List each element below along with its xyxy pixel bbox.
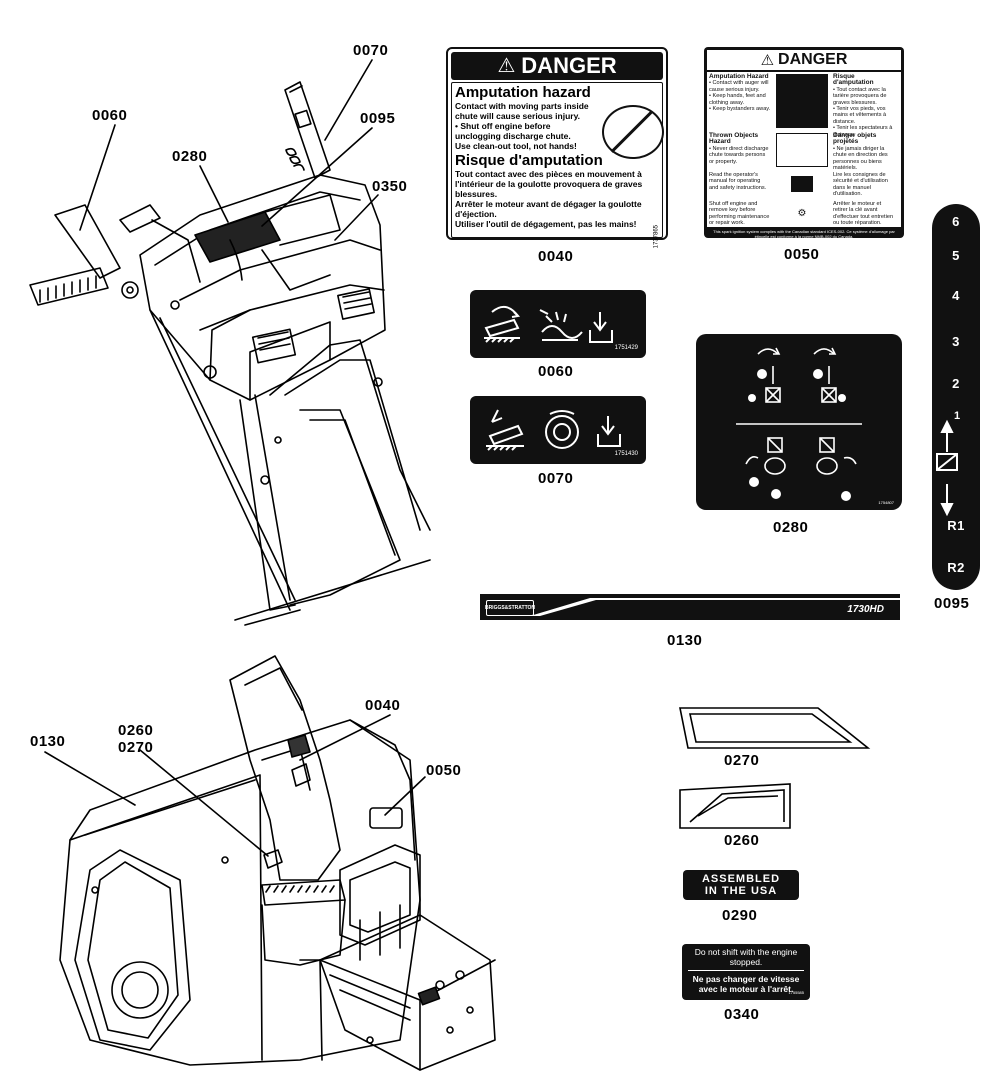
label-0060: 0060 — [538, 363, 574, 380]
decal-0040: ⚠ DANGER Amputation hazard Contact with … — [446, 47, 668, 248]
callout-0040: 0040 — [365, 697, 401, 714]
callout-0260-0270: 0260 0270 — [118, 722, 154, 756]
decal-0290: ASSEMBLED IN THE USA — [683, 870, 799, 900]
callout-0070: 0070 — [353, 42, 389, 59]
label-0040: 0040 — [538, 248, 574, 265]
callout-0130: 0130 — [30, 733, 66, 750]
label-0095: 0095 — [934, 595, 970, 612]
warning-triangle-icon: ⚠ — [497, 55, 516, 77]
manual-book-icon — [774, 170, 830, 198]
callout-0060: 0060 — [92, 107, 128, 124]
danger-header: ⚠ DANGER — [707, 50, 901, 70]
briggs-stratton-logo: BRIGGS&STRATTON — [485, 600, 535, 616]
callout-0350: 0350 — [372, 178, 408, 195]
auger-engage-icons — [484, 305, 613, 343]
auger-hazard-pictogram — [776, 74, 828, 128]
model-number: 1730HD — [847, 604, 884, 615]
label-0050: 0050 — [784, 246, 820, 263]
decal-0040-title-en: Amputation hazard — [455, 84, 591, 101]
callout-0050: 0050 — [426, 762, 462, 779]
label-0270: 0270 — [724, 752, 760, 769]
callout-0095: 0095 — [360, 110, 396, 127]
label-0070: 0070 — [538, 470, 574, 487]
up-down-arrows-icon — [936, 419, 958, 517]
label-0130: 0130 — [667, 632, 703, 649]
no-hands-prohibition-icon — [602, 105, 664, 159]
label-0290: 0290 — [722, 907, 758, 924]
thrown-objects-pictogram — [776, 133, 828, 167]
decal-0095-gear-strip: 6 5 4 3 2 1 R1 R2 — [932, 204, 980, 590]
danger-header: ⚠ DANGER — [451, 52, 663, 80]
label-0280: 0280 — [773, 519, 809, 536]
decal-0060: 1751429 — [470, 290, 646, 358]
callout-0280: 0280 — [172, 148, 208, 165]
decal-0280: 1754807 — [696, 334, 902, 510]
decal-0050: ⚠ DANGER Amputation Hazard• Contact with… — [704, 47, 904, 239]
drive-engage-icons — [486, 409, 621, 451]
decal-0130-stripe: BRIGGS&STRATTON 1730HD — [480, 594, 900, 620]
decal-0340: Do not shift with the engine stopped. Ne… — [682, 944, 810, 1000]
warning-triangle-icon: ⚠ — [760, 52, 775, 69]
decal-0070: 1751430 — [470, 396, 646, 464]
label-0340: 0340 — [724, 1006, 760, 1023]
label-0260: 0260 — [724, 832, 760, 849]
decal-0040-title-fr: Risque d'amputation — [455, 152, 603, 169]
chute-control-icons — [736, 347, 862, 501]
key-removal-icon: ⚙ — [797, 207, 807, 219]
